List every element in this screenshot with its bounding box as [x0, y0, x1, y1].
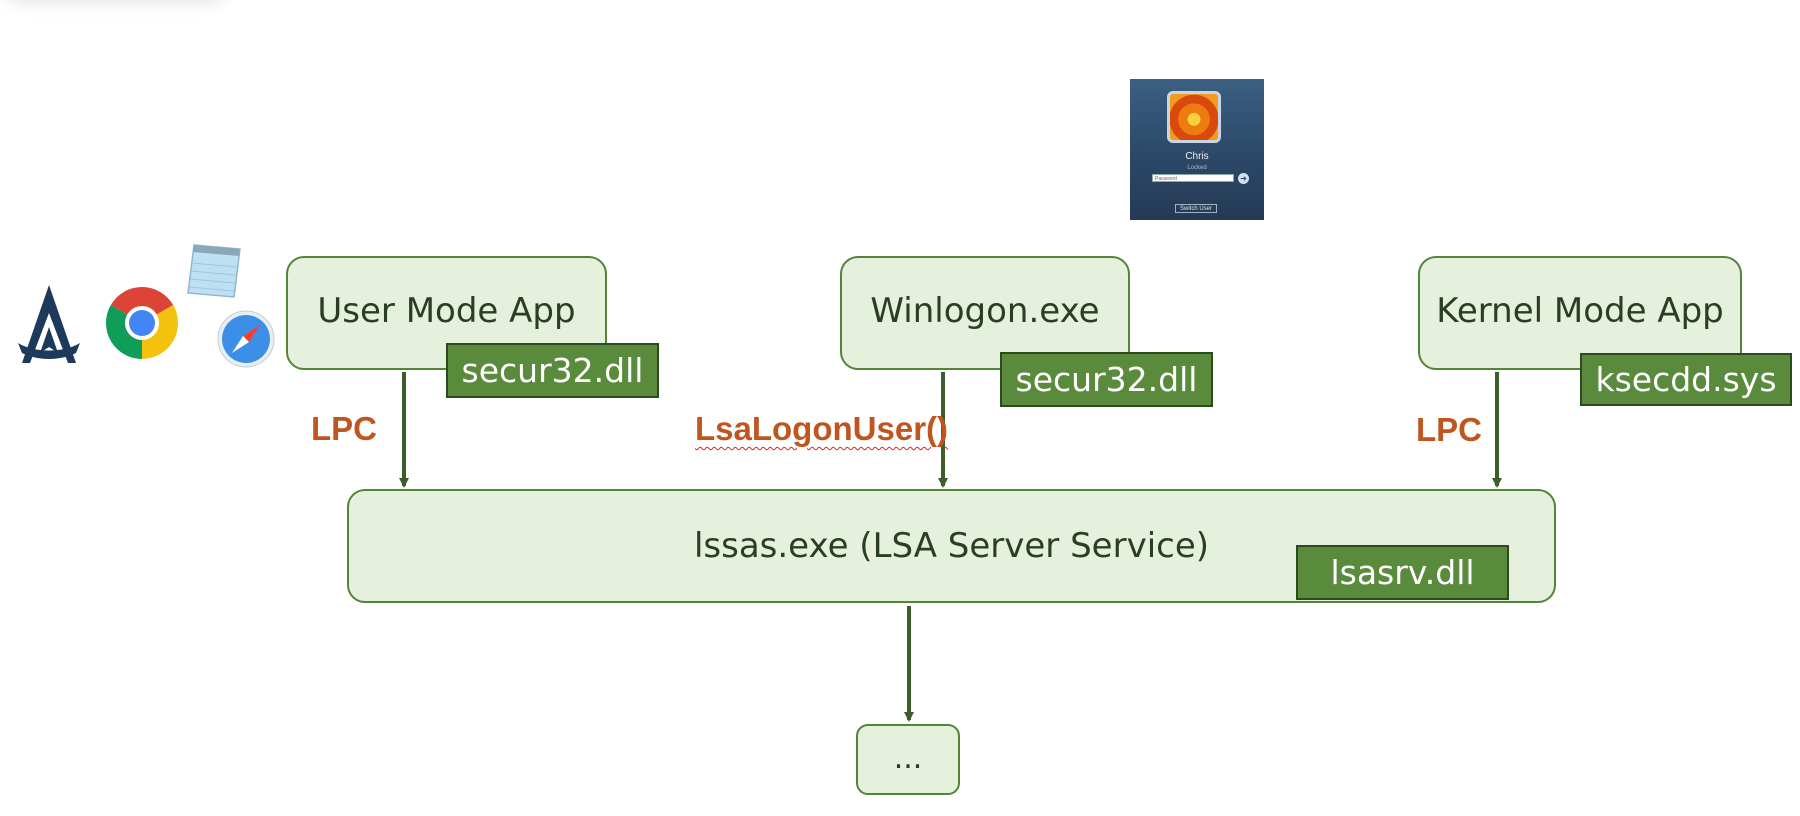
left-lpc-label: LPC [311, 410, 377, 447]
right-lpc-label: LPC [1416, 411, 1482, 448]
winlogon-label: Winlogon.exe [870, 291, 1100, 331]
user-picture [1167, 91, 1221, 143]
kernel-ksecdd-tag: ksecdd.sys [1580, 353, 1792, 406]
winlogon-box: Winlogon.exe [840, 256, 1130, 370]
logon-user-name: Chris [1185, 151, 1209, 162]
switch-user-button[interactable]: Switch User [1175, 204, 1217, 213]
safari-icon [217, 310, 275, 368]
password-field[interactable]: Password [1152, 174, 1234, 182]
lsass-label: lssas.exe (LSA Server Service) [693, 526, 1210, 566]
logon-status: Locked [1187, 165, 1207, 171]
kernel-mode-app-label: Kernel Mode App [1436, 291, 1724, 331]
assassins-creed-logo-icon [18, 285, 80, 363]
lsalogonuser-call-label: LsaLogonUser() [695, 410, 949, 447]
lsass-box: lssas.exe (LSA Server Service) [347, 489, 1556, 603]
continuation-label: ... [893, 741, 923, 776]
winlogon-secur32-tag: secur32.dll [1000, 352, 1213, 407]
submit-arrow-icon[interactable]: ➜ [1238, 173, 1249, 184]
user-app-secur32-tag: secur32.dll [446, 343, 659, 398]
windows-logon-screenshot: Chris Locked Password ➜ Switch User [1130, 79, 1264, 220]
user-mode-app-label: User Mode App [317, 291, 576, 331]
top-left-shadow [0, 0, 230, 6]
lsass-lsasrv-tag: lsasrv.dll [1296, 545, 1509, 600]
notepad-icon [187, 244, 241, 298]
kernel-mode-app-box: Kernel Mode App [1418, 256, 1742, 370]
continuation-box: ... [856, 724, 960, 795]
chrome-icon [105, 287, 179, 359]
